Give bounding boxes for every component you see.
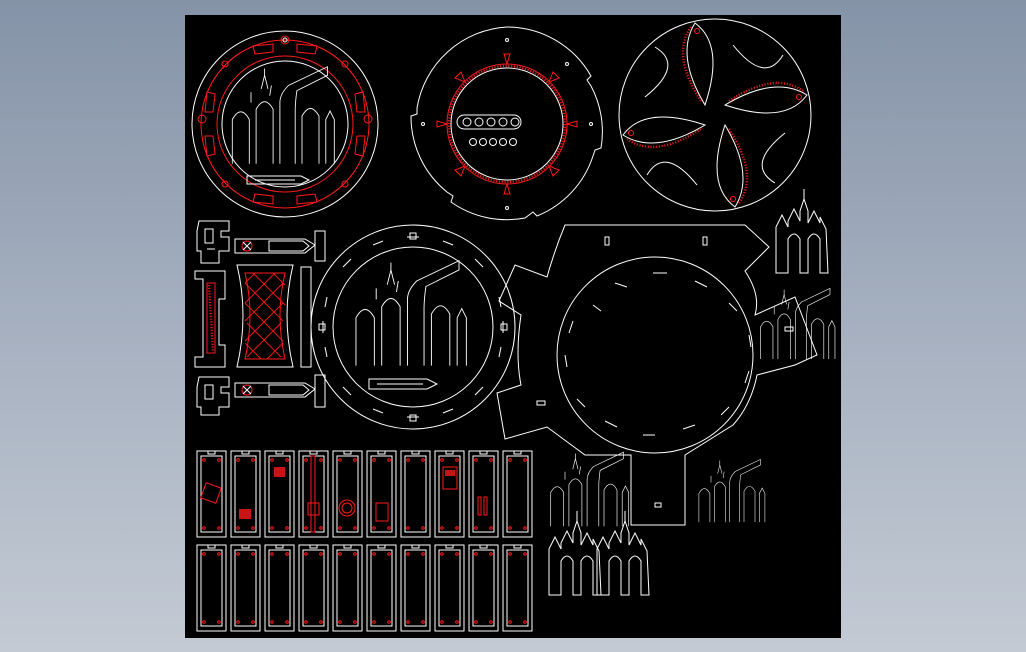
hatched-side-piece: [194, 264, 312, 368]
slotted-disc-middle: [310, 224, 516, 430]
central-flange-plate: [496, 224, 818, 526]
engraved-panel-row: [196, 450, 533, 538]
petal-disc-top-right: [618, 18, 812, 212]
drawing-sheet: [185, 15, 841, 638]
engraved-ring-disc-top-left: [191, 30, 379, 218]
bracket-piece-bottom: [196, 374, 326, 416]
bracket-piece-top: [196, 220, 326, 264]
gear-disc-top-center: [410, 26, 603, 221]
